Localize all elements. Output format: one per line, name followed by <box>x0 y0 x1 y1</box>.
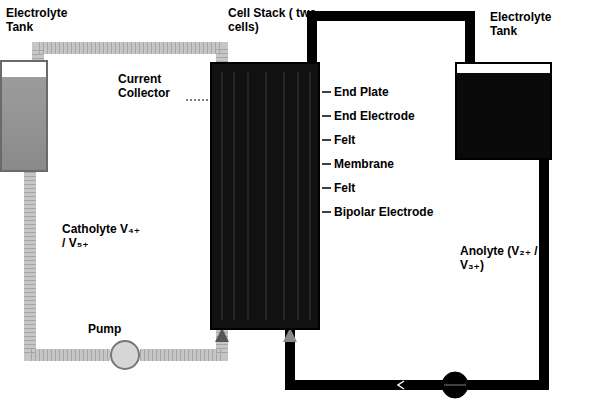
layer-line <box>222 72 223 320</box>
part-label: End Electrode <box>334 109 434 123</box>
part-label: Felt <box>334 133 434 147</box>
pipe-line <box>38 48 222 62</box>
pipe-texture <box>38 48 222 62</box>
electrolyte-tank: Electrolyte Tank <box>455 62 552 160</box>
pump-symbol <box>442 372 468 398</box>
node-heading: Electrolyte Tank <box>490 10 574 38</box>
leader-line <box>322 139 331 141</box>
arrow-head <box>312 16 470 62</box>
pump-shaft <box>444 384 466 386</box>
layer-line <box>234 72 235 320</box>
layer-line <box>298 72 299 320</box>
leader-line <box>322 211 331 213</box>
leader-line <box>322 187 331 189</box>
pipe-line <box>290 160 544 385</box>
stack-layers <box>212 64 318 328</box>
leader-line <box>322 115 331 117</box>
node-heading: Pump <box>88 322 148 336</box>
flow-chevron <box>398 381 404 389</box>
layer-line <box>284 72 285 320</box>
arrow-head <box>38 48 222 62</box>
part-label: End Plate <box>334 85 434 99</box>
part-label: Felt <box>334 181 434 195</box>
pump-circle: Pump <box>110 340 140 370</box>
part-label: Current Collector <box>118 72 188 100</box>
electrolyte-label: Anolyte (V₂₊ / V₃₊) <box>460 244 540 272</box>
pipe-line <box>140 330 222 355</box>
layer-line <box>266 72 267 320</box>
layer-line <box>248 72 249 320</box>
node-heading: Cell Stack ( two cells) <box>228 6 318 34</box>
leader-line <box>322 163 331 165</box>
part-label: Membrane <box>334 157 434 171</box>
pipe-texture <box>140 330 222 355</box>
pipe-line <box>312 16 470 62</box>
leader-line <box>186 99 208 101</box>
part-label: Bipolar Electrode <box>334 205 434 219</box>
arrow-head <box>140 330 222 355</box>
anolyte-pipe <box>290 160 544 385</box>
layer-line <box>310 72 311 320</box>
node-heading: Electrolyte Tank <box>6 6 90 34</box>
catholyte-pipe <box>140 330 222 355</box>
arrow-head <box>290 160 544 385</box>
anolyte-pipe <box>312 16 470 62</box>
leader-line <box>322 91 331 93</box>
cell-stack: Cell Stack ( two cells) <box>210 62 320 330</box>
electrolyte-tank: Electrolyte Tank <box>0 60 48 172</box>
catholyte-pipe <box>38 48 222 62</box>
electrolyte-label: Catholyte V₄₊ / V₅₊ <box>62 222 142 250</box>
